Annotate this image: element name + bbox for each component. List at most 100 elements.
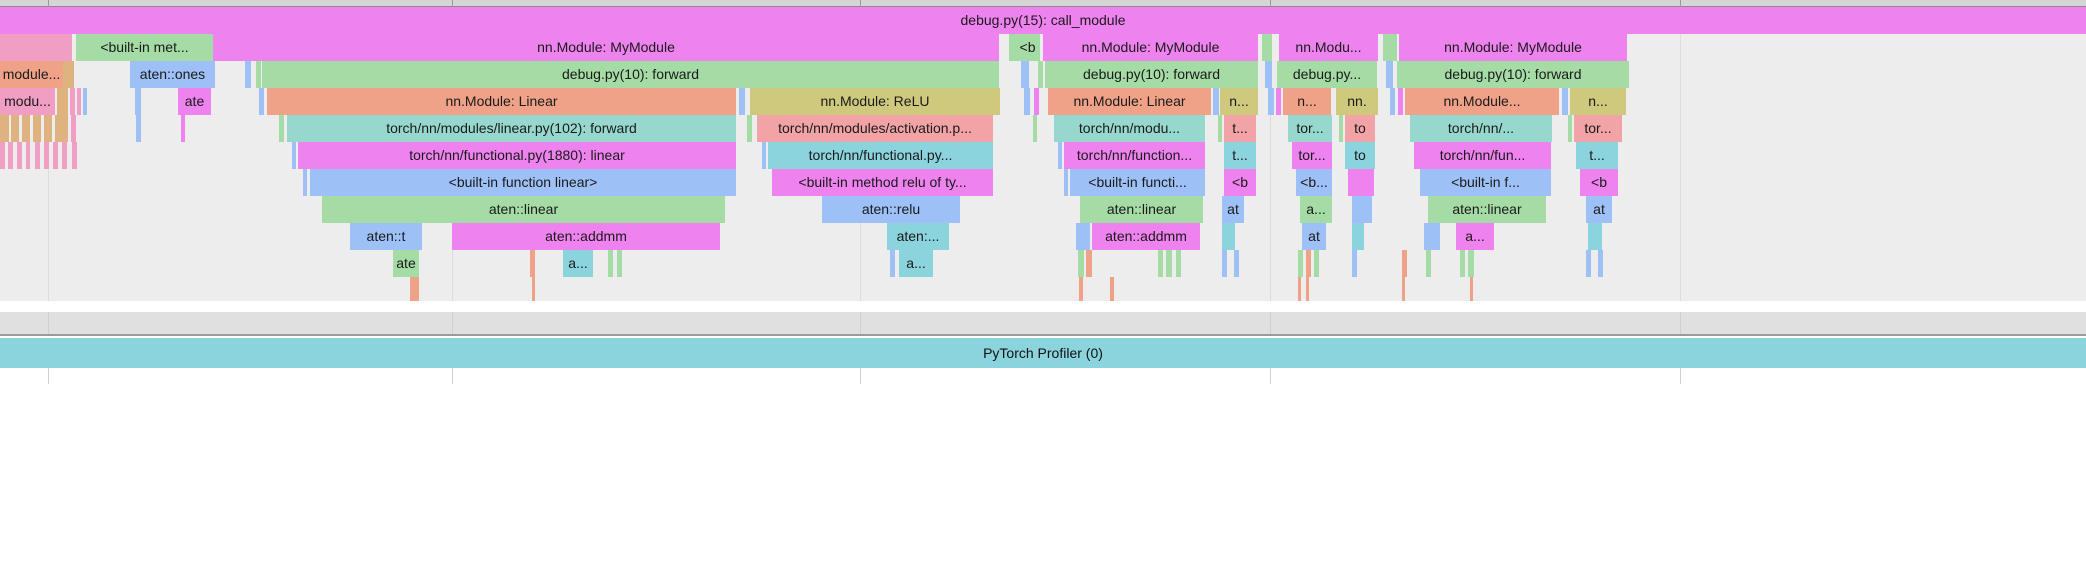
flame-frame-sliver[interactable] [1034, 88, 1039, 115]
flame-frame[interactable]: ate [393, 250, 419, 277]
flame-frame[interactable]: torch/nn/modules/linear.py(102): forward [287, 115, 736, 142]
flame-frame[interactable]: debug.py(10): forward [1045, 61, 1258, 88]
flame-frame[interactable]: aten::addmm [452, 223, 720, 250]
flame-frame-sliver[interactable] [1598, 250, 1603, 277]
flame-frame-sliver[interactable] [1586, 250, 1591, 277]
flame-frame-sliver[interactable] [890, 250, 895, 277]
flame-frame-sliver[interactable] [0, 34, 72, 61]
flame-frame-sliver[interactable] [1176, 250, 1181, 277]
flame-frame-sliver[interactable] [44, 115, 52, 142]
flame-frame[interactable]: aten:... [887, 223, 949, 250]
flame-frame-sliver[interactable] [1268, 88, 1274, 115]
flame-frame[interactable]: n... [1283, 88, 1331, 115]
flame-frame[interactable]: <b [1224, 169, 1256, 196]
flame-frame-sliver[interactable] [1213, 88, 1219, 115]
flame-frame[interactable]: nn.Module... [1405, 88, 1559, 115]
flame-frame[interactable]: a... [899, 250, 933, 277]
flame-frame-sliver[interactable] [1339, 115, 1343, 142]
flame-frame[interactable]: <built-in functi... [1070, 169, 1205, 196]
flame-frame[interactable]: debug.py(10): forward [262, 61, 999, 88]
flame-frame-sliver[interactable] [739, 88, 745, 115]
flame-frame[interactable]: aten::addmm [1092, 223, 1200, 250]
pytorch-profiler-track[interactable]: PyTorch Profiler (0) [0, 338, 2086, 368]
flame-frame-sliver[interactable] [1276, 88, 1281, 115]
flame-frame-sliver[interactable] [1298, 277, 1301, 301]
flame-frame[interactable]: a... [563, 250, 593, 277]
flame-frame-sliver[interactable] [1009, 34, 1015, 61]
flame-frame[interactable]: a... [1456, 223, 1494, 250]
flame-frame[interactable]: nn. [1336, 88, 1378, 115]
flame-frame-sliver[interactable] [1086, 250, 1092, 277]
flame-frame-sliver[interactable] [44, 142, 49, 169]
flame-frame-sliver[interactable] [259, 88, 264, 115]
flame-frame-sliver[interactable] [256, 61, 261, 88]
flame-frame[interactable]: modu... [0, 88, 55, 115]
flame-frame[interactable]: a... [1300, 196, 1332, 223]
flame-frame-sliver[interactable] [1079, 277, 1083, 301]
flame-frame[interactable]: debug.py(10): forward [1397, 61, 1629, 88]
flame-frame-sliver[interactable] [71, 115, 76, 142]
flame-frame[interactable]: aten::linear [322, 196, 725, 223]
flame-frame-sliver[interactable] [1222, 223, 1235, 250]
flame-frame-sliver[interactable] [532, 277, 535, 301]
flame-frame-sliver[interactable] [1166, 250, 1172, 277]
flame-frame[interactable]: n... [1570, 88, 1626, 115]
flame-frame-sliver[interactable] [303, 169, 307, 196]
flame-frame[interactable]: aten::relu [822, 196, 960, 223]
flame-frame-sliver[interactable] [1470, 277, 1473, 301]
flame-frame[interactable]: t... [1224, 115, 1256, 142]
flame-frame-sliver[interactable] [1383, 34, 1397, 61]
flame-frame-sliver[interactable] [617, 250, 622, 277]
flame-frame-sliver[interactable] [1402, 277, 1405, 301]
flame-frame[interactable]: to [1345, 142, 1375, 169]
flame-frame-sliver[interactable] [1222, 250, 1227, 277]
flame-frame[interactable]: torch/nn/functional.py... [768, 142, 993, 169]
flame-frame[interactable]: <b [1580, 169, 1618, 196]
flame-frame-sliver[interactable] [136, 115, 141, 142]
flame-frame-sliver[interactable] [608, 250, 613, 277]
flame-frame-sliver[interactable] [1064, 169, 1068, 196]
flame-frame-sliver[interactable] [1348, 169, 1374, 196]
flame-frame-sliver[interactable] [1234, 250, 1239, 277]
flame-frame-sliver[interactable] [1390, 88, 1395, 115]
flame-frame[interactable]: torch/nn/functional.py(1880): linear [298, 142, 736, 169]
flame-frame[interactable]: <built-in f... [1420, 169, 1551, 196]
flame-frame-sliver[interactable] [1024, 88, 1030, 115]
flame-frame-sliver[interactable] [0, 115, 9, 142]
flame-frame-sliver[interactable] [292, 142, 296, 169]
flame-frame[interactable]: at [1302, 223, 1326, 250]
flame-frame[interactable]: nn.Module: MyModule [1399, 34, 1627, 61]
flame-frame[interactable]: aten::linear [1428, 196, 1546, 223]
flame-frame-sliver[interactable] [1468, 250, 1474, 277]
flame-frame-sliver[interactable] [17, 142, 22, 169]
flame-frame[interactable]: tor... [1574, 115, 1622, 142]
flame-frame[interactable]: torch/nn/... [1410, 115, 1552, 142]
flame-frame-sliver[interactable] [279, 115, 284, 142]
flame-frame-sliver[interactable] [747, 115, 752, 142]
flame-frame-sliver[interactable] [1426, 250, 1431, 277]
flame-frame-sliver[interactable] [35, 142, 40, 169]
flame-frame-sliver[interactable] [22, 115, 30, 142]
flame-frame[interactable]: aten::t [350, 223, 422, 250]
flame-frame-sliver[interactable] [135, 88, 141, 115]
flame-frame[interactable]: <b [1015, 34, 1040, 61]
flame-frame-sliver[interactable] [1058, 142, 1062, 169]
flame-frame[interactable]: aten::linear [1080, 196, 1203, 223]
flame-frame-sliver[interactable] [1218, 115, 1222, 142]
flame-frame[interactable]: at [1222, 196, 1244, 223]
flame-frame-sliver[interactable] [1352, 250, 1357, 277]
flame-frame[interactable]: nn.Module: MyModule [1043, 34, 1258, 61]
flame-frame[interactable]: n... [1220, 88, 1258, 115]
flame-frame-sliver[interactable] [83, 88, 87, 115]
flame-frame-sliver[interactable] [53, 142, 58, 169]
flame-frame-sliver[interactable] [26, 142, 30, 169]
flame-frame[interactable]: <built-in function linear> [310, 169, 736, 196]
flame-frame-sliver[interactable] [55, 115, 68, 142]
flame-frame-sliver[interactable] [57, 88, 68, 115]
flame-frame-sliver[interactable] [0, 142, 5, 169]
flame-frame-sliver[interactable] [1424, 223, 1440, 250]
flame-frame-sliver[interactable] [62, 142, 67, 169]
flame-frame-sliver[interactable] [1038, 61, 1043, 88]
flame-frame-sliver[interactable] [1562, 88, 1568, 115]
flame-frame[interactable]: nn.Module: Linear [267, 88, 736, 115]
